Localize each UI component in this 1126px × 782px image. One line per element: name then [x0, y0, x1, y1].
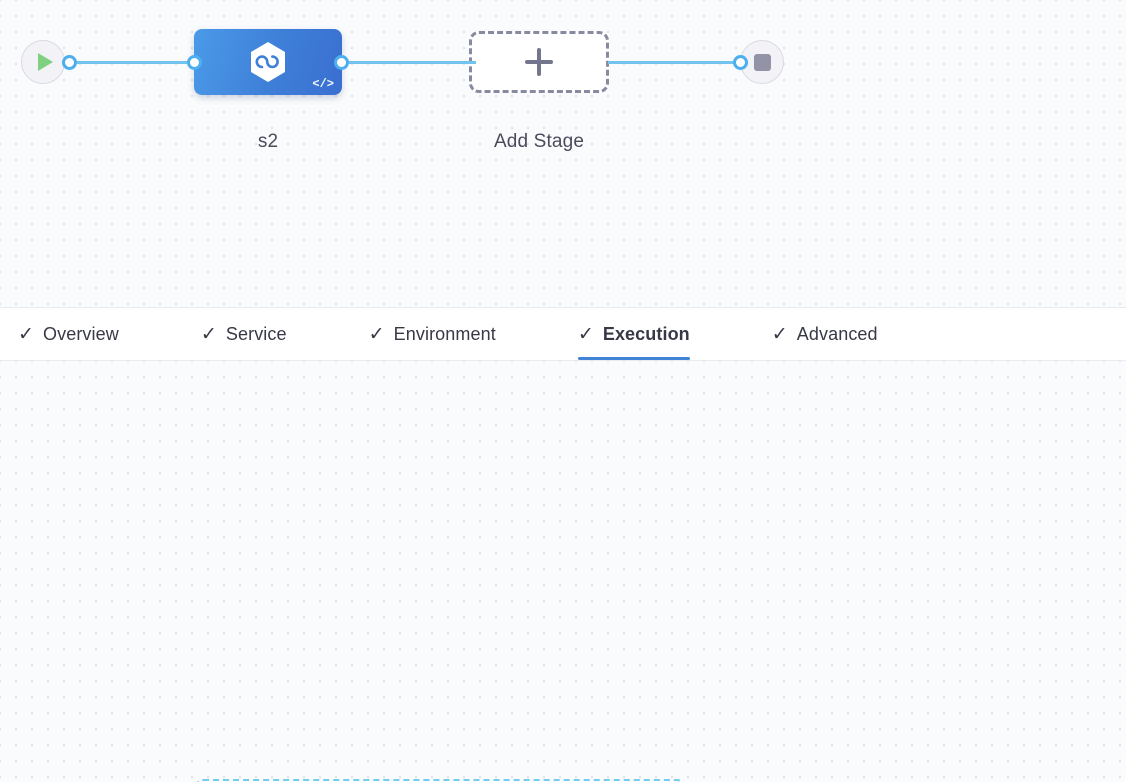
connector-stage-to-add-stage: [336, 61, 476, 64]
tab-environment[interactable]: ✓ Environment: [369, 308, 522, 360]
check-icon: ✓: [771, 323, 788, 345]
connector-add-stage-to-end: [608, 61, 748, 64]
add-stage-box[interactable]: [469, 31, 609, 93]
tab-label: Advanced: [796, 323, 878, 344]
stop-icon: [753, 53, 771, 71]
stage-node-input-port[interactable]: [187, 55, 202, 70]
start-node-port[interactable]: [62, 55, 77, 70]
start-node-circle[interactable]: [21, 40, 65, 84]
execution-canvas[interactable]: stepGroup1: [0, 361, 1126, 782]
stage-config-tabbar[interactable]: ✓ Overview ✓ Service ✓ Environment ✓ Exe…: [0, 307, 1126, 361]
tab-execution[interactable]: ✓ Execution: [577, 308, 716, 360]
tab-label: Environment: [393, 323, 496, 344]
harness-hexagon-icon: [251, 42, 285, 82]
stage-node-output-port[interactable]: [334, 55, 349, 70]
stage-node-card[interactable]: </>: [194, 29, 342, 95]
tab-service[interactable]: ✓ Service: [201, 308, 313, 360]
canvas-dot-grid: [0, 361, 1126, 782]
check-icon: ✓: [200, 323, 217, 345]
tab-label: Service: [225, 323, 287, 344]
check-icon: ✓: [18, 323, 35, 345]
code-tag-icon: </>: [312, 77, 334, 91]
stage-canvas[interactable]: </> s2 Add Stage: [0, 0, 1126, 307]
stage-start-node[interactable]: [21, 40, 77, 84]
check-icon: ✓: [368, 323, 385, 345]
tab-label: Overview: [43, 323, 119, 344]
play-icon: [38, 53, 53, 71]
tab-label: Execution: [602, 323, 690, 344]
tab-advanced[interactable]: ✓ Advanced: [772, 308, 904, 360]
end-node-port[interactable]: [733, 55, 748, 70]
connector-start-to-stage: [68, 61, 202, 64]
stage-node-label: s2: [257, 131, 279, 152]
check-icon: ✓: [577, 323, 594, 345]
tab-overview[interactable]: ✓ Overview: [18, 308, 145, 360]
stage-end-node[interactable]: [733, 40, 784, 84]
plus-icon: [525, 48, 553, 76]
add-stage-label: Add Stage: [493, 131, 585, 152]
